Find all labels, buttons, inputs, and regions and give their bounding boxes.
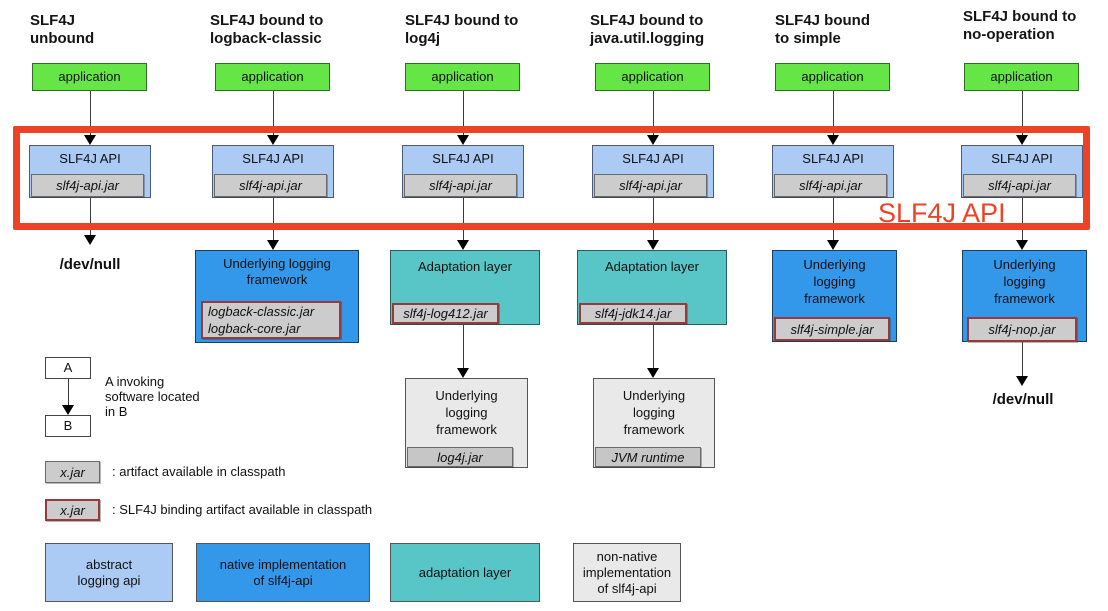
binding-jar-badge: slf4j-simple.jar xyxy=(774,317,890,341)
framework-label: Underlying logging framework xyxy=(803,257,866,306)
framework-box-log4j: Underlying logging framework log4j.jar xyxy=(405,378,528,468)
slf4j-api-group-frame xyxy=(13,126,1090,230)
framework-box-simple: Underlying logging framework slf4j-simpl… xyxy=(772,250,897,342)
column-title-nop: SLF4J bound to no-operation xyxy=(963,8,1077,43)
dev-null-label: /dev/null xyxy=(59,256,121,273)
down-arrow-icon xyxy=(84,198,96,245)
slf4j-api-box: SLF4J API slf4j-api.jar xyxy=(212,145,334,198)
slf4j-api-jar-badge: slf4j-api.jar xyxy=(31,174,144,197)
framework-label: Underlying logging framework xyxy=(622,388,686,437)
slf4j-api-label: SLF4J API xyxy=(242,151,304,166)
slf4j-api-box: SLF4J API slf4j-api.jar xyxy=(29,145,151,198)
legend-artifact-jar-badge: x.jar xyxy=(45,461,100,483)
adaptation-box-jul: Adaptation layer slf4j-jdk14.jar xyxy=(577,250,727,325)
legend-binding-text: : SLF4J binding artifact available in cl… xyxy=(112,502,373,517)
legend-category-adaptation: adaptation layer xyxy=(390,543,540,602)
binding-jar-badge: logback-classic.jar logback-core.jar xyxy=(201,301,341,339)
slf4j-api-jar-badge: slf4j-api.jar xyxy=(404,174,517,197)
legend-category-nonnative-impl: non-native implementation of slf4j-api xyxy=(573,543,681,602)
down-arrow-icon xyxy=(457,198,469,250)
application-box: application xyxy=(964,63,1079,91)
slf4j-api-box: SLF4J API slf4j-api.jar xyxy=(961,145,1083,198)
slf4j-api-jar-badge: slf4j-api.jar xyxy=(594,174,707,197)
slf4j-api-box: SLF4J API slf4j-api.jar xyxy=(772,145,894,198)
jar-badge: log4j.jar xyxy=(407,447,513,467)
down-arrow-icon xyxy=(267,91,279,145)
legend-a-box: A xyxy=(45,357,91,379)
application-box: application xyxy=(405,63,520,91)
down-arrow-icon xyxy=(1016,91,1028,145)
slf4j-api-group-label: SLF4J API xyxy=(878,198,1006,228)
legend-b-box: B xyxy=(45,415,91,437)
application-box: application xyxy=(775,63,890,91)
slf4j-api-label: SLF4J API xyxy=(991,151,1053,166)
down-arrow-icon xyxy=(457,91,469,145)
down-arrow-icon xyxy=(647,325,659,378)
dev-null-label: /dev/null xyxy=(992,391,1054,408)
legend-binding-jar-badge: x.jar xyxy=(45,499,100,521)
framework-box-logback: Underlying logging framework logback-cla… xyxy=(195,250,359,343)
slf4j-api-jar-badge: slf4j-api.jar xyxy=(963,174,1076,197)
binding-jar-badge: slf4j-nop.jar xyxy=(967,317,1077,342)
down-arrow-icon xyxy=(827,91,839,145)
adaptation-box-log4j: Adaptation layer slf4j-log412.jar xyxy=(390,250,540,325)
slf4j-api-jar-badge: slf4j-api.jar xyxy=(774,174,887,197)
down-arrow-icon xyxy=(1016,198,1028,250)
binding-jar-badge: slf4j-jdk14.jar xyxy=(579,303,687,324)
column-title-unbound: SLF4J unbound xyxy=(30,12,95,47)
down-arrow-icon xyxy=(457,325,469,378)
down-arrow-icon xyxy=(647,91,659,145)
column-title-simple: SLF4J bound to simple xyxy=(775,12,870,47)
legend-category-abstract-api: abstract logging api xyxy=(45,543,173,602)
framework-label: Underlying logging framework xyxy=(993,257,1056,306)
jar-badge: JVM runtime xyxy=(595,447,701,467)
application-box: application xyxy=(595,63,710,91)
adaptation-label: Adaptation layer xyxy=(605,259,699,274)
column-title-jul: SLF4J bound to java.util.logging xyxy=(590,12,705,47)
legend-invoke-text: A invoking software located in B xyxy=(105,374,200,419)
legend-artifact-text: : artifact available in classpath xyxy=(112,464,286,479)
legend-category-native-impl: native implementation of slf4j-api xyxy=(196,543,370,602)
down-arrow-icon xyxy=(62,379,74,415)
slf4j-api-label: SLF4J API xyxy=(622,151,684,166)
column-title-logback: SLF4J bound to logback-classic xyxy=(210,12,324,47)
slf4j-api-label: SLF4J API xyxy=(802,151,864,166)
down-arrow-icon xyxy=(1016,342,1028,386)
framework-box-nop: Underlying logging framework slf4j-nop.j… xyxy=(962,250,1087,342)
down-arrow-icon xyxy=(267,198,279,250)
down-arrow-icon xyxy=(84,91,96,145)
framework-label: Underlying logging framework xyxy=(435,388,498,437)
column-title-log4j: SLF4J bound to log4j xyxy=(405,12,519,47)
framework-box-jul: Underlying logging framework JVM runtime xyxy=(593,378,715,468)
down-arrow-icon xyxy=(827,198,839,250)
slf4j-api-box: SLF4J API slf4j-api.jar xyxy=(402,145,524,198)
slf4j-api-label: SLF4J API xyxy=(59,151,121,166)
binding-jar-badge: slf4j-log412.jar xyxy=(392,303,499,324)
adaptation-label: Adaptation layer xyxy=(418,259,512,274)
application-box: application xyxy=(215,63,330,91)
slf4j-api-box: SLF4J API slf4j-api.jar xyxy=(592,145,714,198)
slf4j-api-label: SLF4J API xyxy=(432,151,494,166)
slf4j-api-jar-badge: slf4j-api.jar xyxy=(214,174,327,197)
application-box: application xyxy=(32,63,147,91)
down-arrow-icon xyxy=(647,198,659,250)
framework-label: Underlying logging framework xyxy=(223,256,331,287)
